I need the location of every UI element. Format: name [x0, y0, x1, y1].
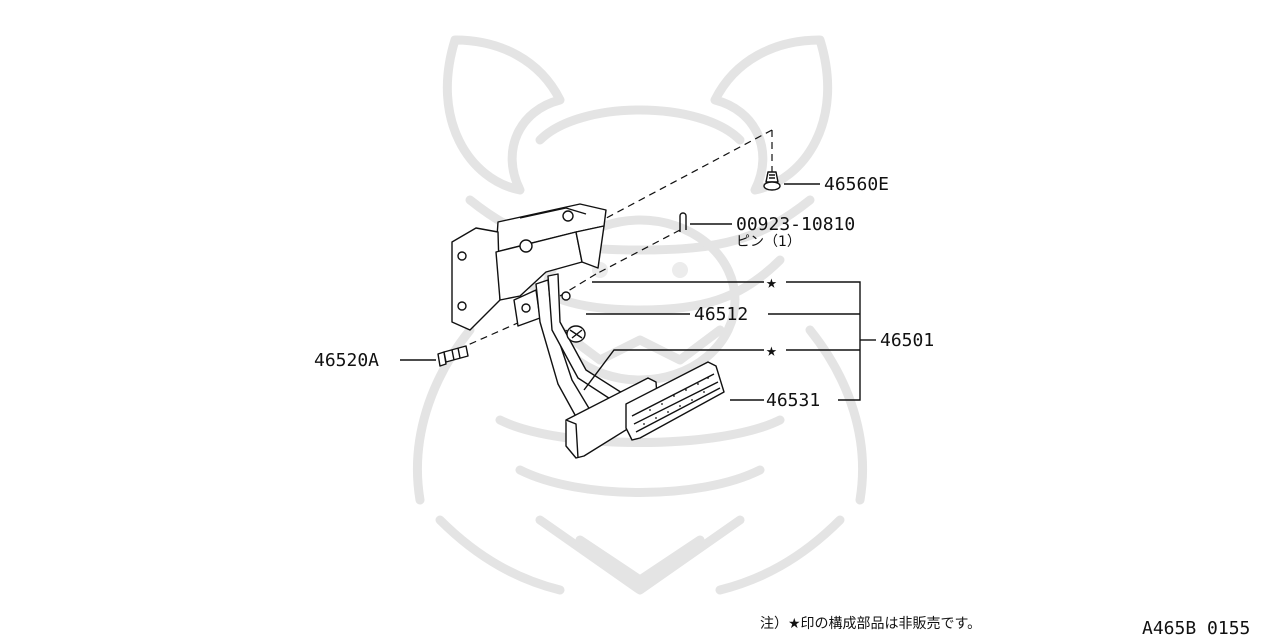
pedal-bracket — [451, 203, 607, 331]
figure-code: A465B 0155 — [1142, 618, 1250, 638]
pivot-bolt-part — [437, 345, 469, 367]
pin-part — [679, 212, 687, 232]
pedal-pads — [565, 361, 725, 459]
part-label-pin-name: ピン（1） — [736, 234, 801, 250]
part-label-46520A[interactable]: 46520A — [314, 350, 379, 371]
part-label-46501[interactable]: 46501 — [880, 330, 934, 351]
part-label-46531[interactable]: 46531 — [766, 390, 820, 411]
leader-lines — [400, 183, 876, 401]
part-label-46560E[interactable]: 46560E — [824, 174, 889, 195]
footer-note: 注）★印の構成部品は非販売です。 — [760, 616, 981, 632]
top-bolt-part — [763, 171, 781, 191]
star-marker-upper: ★ — [766, 272, 777, 293]
star-marker-lower: ★ — [766, 340, 777, 361]
part-label-46512[interactable]: 46512 — [694, 304, 748, 325]
stopper-part — [566, 325, 586, 343]
part-label-pin-code[interactable]: 00923-10810 — [736, 214, 855, 235]
